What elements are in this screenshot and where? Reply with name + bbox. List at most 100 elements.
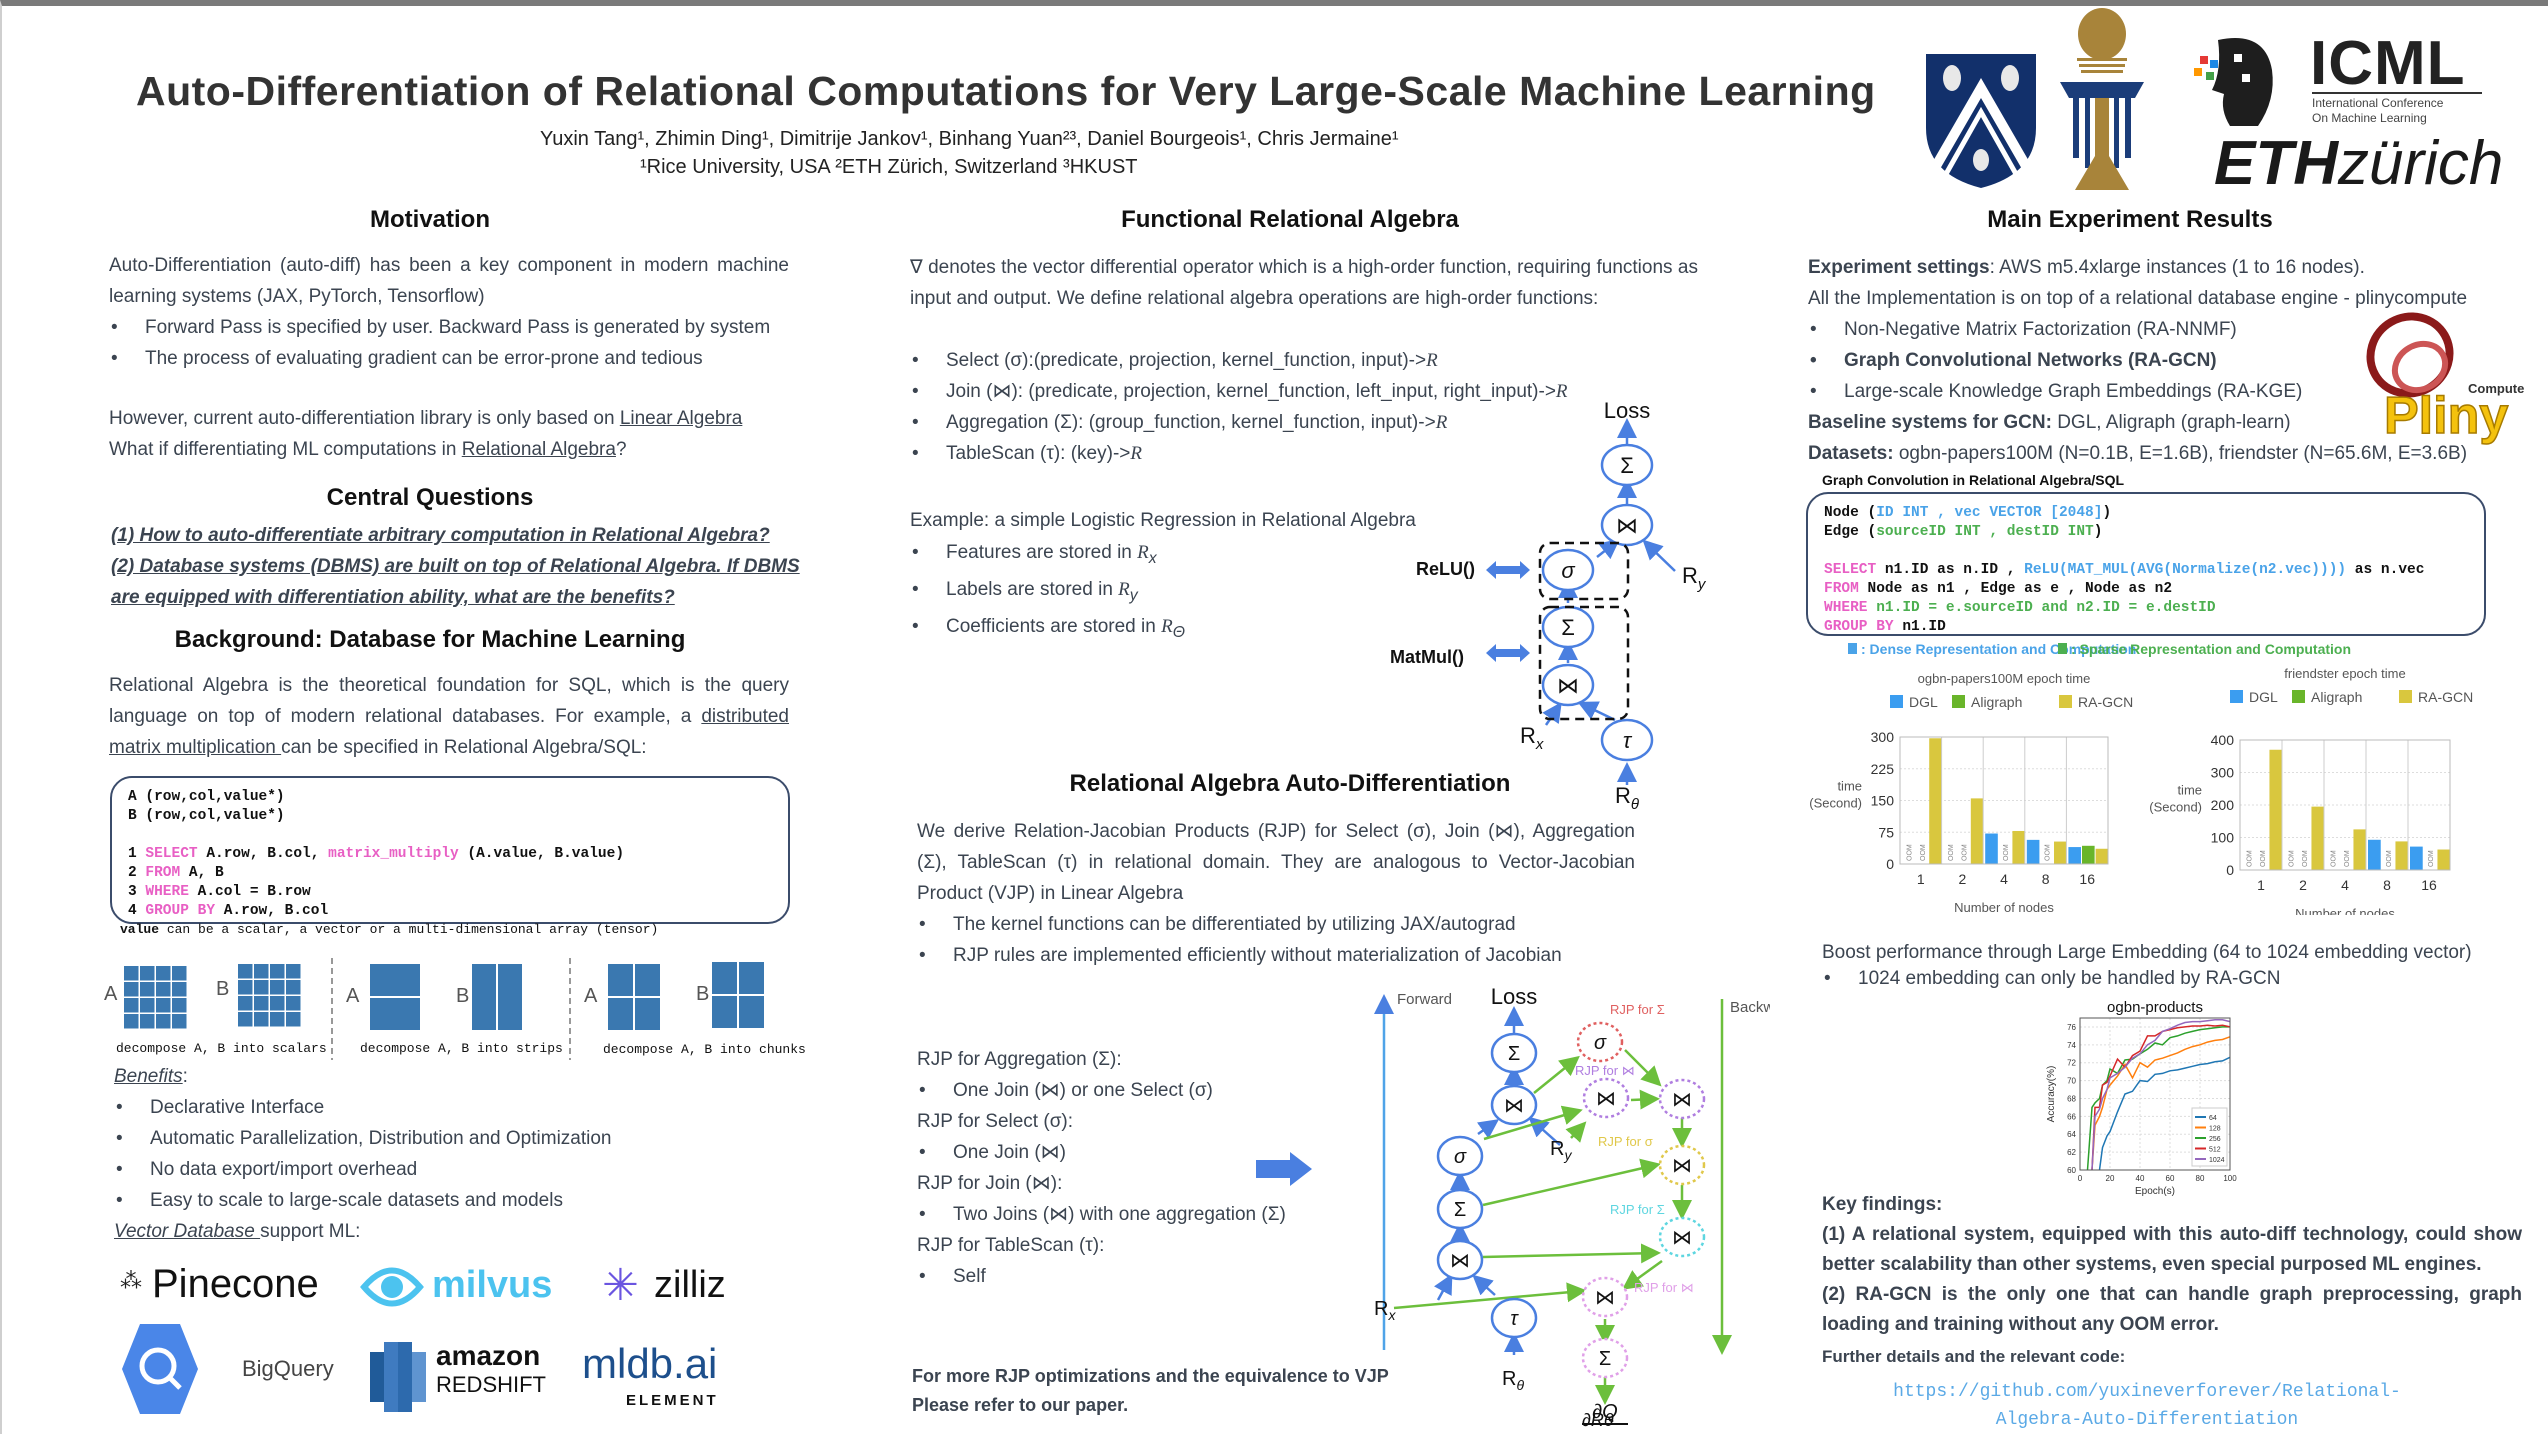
y-tick-label: 76 bbox=[2067, 1023, 2076, 1032]
however-line: However, current auto-differentiation li… bbox=[109, 403, 789, 434]
oom-label: OOM bbox=[2428, 850, 2435, 867]
svg-text:σ: σ bbox=[1561, 558, 1575, 583]
legend-swatch bbox=[2230, 690, 2243, 703]
legend-label: 512 bbox=[2209, 1147, 2221, 1154]
gradient-numerator: ∂Q bbox=[1592, 1401, 1617, 1423]
x-tick-label: 60 bbox=[2166, 1174, 2175, 1183]
bar bbox=[2353, 829, 2367, 870]
ra-autodiff-bullet: RJP rules are implemented efficiently wi… bbox=[917, 940, 1657, 971]
mldb-logo: mldb.ai bbox=[582, 1340, 718, 1387]
poster-title: Auto-Differentiation of Relational Compu… bbox=[136, 68, 1876, 114]
footer-line-2: Please refer to our paper. bbox=[912, 1395, 1129, 1415]
matrix-cell bbox=[124, 966, 139, 981]
bar bbox=[1929, 738, 1942, 864]
x-tick-label: 16 bbox=[2421, 877, 2437, 893]
y-axis-label: Accuracy(%) bbox=[2046, 1066, 2057, 1123]
value-note: value can be a scalar, a vector or a mul… bbox=[120, 922, 659, 937]
chart-title: ogbn-products bbox=[2107, 999, 2203, 1016]
svg-text:A: A bbox=[584, 985, 598, 1007]
y-tick-label: 150 bbox=[1871, 793, 1895, 809]
oom-label: OOM bbox=[1962, 844, 1969, 861]
legend-swatch bbox=[1952, 695, 1965, 708]
linear-algebra-link[interactable]: Linear Algebra bbox=[619, 408, 743, 429]
finding: (2) RA-GCN is the only one that can hand… bbox=[1822, 1284, 2522, 1335]
example-list: Features are stored in Rx Labels are sto… bbox=[910, 537, 1330, 647]
matrix-cell bbox=[238, 1012, 253, 1027]
icml-head-icon bbox=[2194, 38, 2273, 126]
oom-label: OOM bbox=[2344, 850, 2351, 867]
decompose-caption: decompose A, B into scalars bbox=[116, 1041, 327, 1056]
y-tick-label: 70 bbox=[2067, 1077, 2076, 1086]
hkust-logo bbox=[2060, 8, 2144, 190]
ra-operations-list: Select (σ):(predicate, projection, kerne… bbox=[910, 345, 1710, 469]
example-item: Labels are stored in Ry bbox=[910, 574, 1330, 611]
svg-text:⋈: ⋈ bbox=[1672, 1155, 1692, 1177]
legend-label: 256 bbox=[2209, 1136, 2221, 1143]
legend-swatch bbox=[1890, 695, 1903, 708]
bar bbox=[2269, 749, 2283, 870]
whatif-suffix: ? bbox=[615, 439, 627, 460]
rjp-rule-item: Two Joins (⋈) with one aggregation (Σ) bbox=[917, 1199, 1397, 1230]
y-axis-label: (Second) bbox=[1809, 795, 1862, 810]
decomposition-diagrams: A B A B A B bbox=[104, 958, 764, 1060]
bar bbox=[2026, 839, 2040, 864]
boost-bullet: 1024 embedding can only be handled by RA… bbox=[1822, 963, 2281, 994]
distributed-matmul-link[interactable]: distributed matrix multiplication bbox=[109, 706, 789, 758]
results-heading: Main Experiment Results bbox=[1987, 206, 2273, 233]
scan-node bbox=[1600, 718, 1654, 762]
icml-divider bbox=[2312, 92, 2482, 94]
legend-label: 1024 bbox=[2209, 1157, 2225, 1164]
background-suffix: can be specified in Relational Algebra/S… bbox=[281, 737, 647, 758]
x-tick-label: 8 bbox=[2042, 871, 2050, 887]
decompose-caption: decompose A, B into chunks bbox=[603, 1042, 806, 1057]
bar bbox=[2395, 841, 2409, 870]
bar bbox=[2082, 845, 2095, 864]
matrix-cell bbox=[270, 1012, 285, 1027]
motivation-section: Auto-Differentiation (auto-diff) has bee… bbox=[109, 250, 789, 465]
rtheta-label: Rθ bbox=[1502, 1368, 1524, 1393]
chart-title: ogbn-papers100M epoch time bbox=[1918, 671, 2091, 686]
matrix-cell bbox=[172, 998, 187, 1013]
matrix-cell bbox=[238, 996, 253, 1011]
y-axis-label: (Second) bbox=[2149, 800, 2202, 815]
result-bullet: Large-scale Knowledge Graph Embeddings (… bbox=[1808, 376, 2528, 407]
matmul-box bbox=[1538, 605, 1630, 721]
vector-db-line: Vector Database support ML: bbox=[114, 1221, 361, 1242]
example-title: Example: a simple Logistic Regression in… bbox=[910, 510, 1416, 531]
benefit-item: No data export/import overhead bbox=[114, 1154, 804, 1185]
right-arrow-icon bbox=[1256, 1152, 1312, 1186]
bar bbox=[2095, 848, 2109, 864]
autodiff-backward-diagram: Forward Backward Loss bbox=[1374, 984, 1770, 1425]
relational-algebra-link[interactable]: Relational Algebra bbox=[461, 439, 616, 460]
decompose-caption: decompose A, B into strips bbox=[360, 1041, 563, 1056]
background-paragraph: Relational Algebra is the theoretical fo… bbox=[109, 670, 789, 763]
motivation-bullets: Forward Pass is specified by user. Backw… bbox=[109, 312, 789, 374]
svg-text:⋈: ⋈ bbox=[1595, 1287, 1615, 1309]
affiliations: ¹Rice University, USA ²ETH Zürich, Switz… bbox=[640, 156, 1138, 178]
svg-text:⋈: ⋈ bbox=[1504, 1095, 1524, 1117]
matrix-cell bbox=[156, 1014, 171, 1029]
svg-text:σ: σ bbox=[1454, 1146, 1467, 1168]
rjp-join-label: RJP for ⋈ bbox=[1634, 1280, 1694, 1295]
vector-database-link[interactable]: Vector Database bbox=[114, 1221, 261, 1242]
y-tick-label: 0 bbox=[1886, 856, 1894, 872]
ra-op: Aggregation (Σ): (group_function, kernel… bbox=[910, 407, 1710, 438]
x-tick-label: 8 bbox=[2383, 877, 2391, 893]
matmul-sql-code: A (row,col,value*) B (row,col,value*) 1 … bbox=[110, 776, 790, 924]
question-2: (2) Database systems (DBMS) are built on… bbox=[111, 556, 800, 608]
central-questions-heading: Central Questions bbox=[326, 484, 534, 511]
legend-label: DGL bbox=[2249, 689, 2278, 705]
key-findings-label: Key findings: bbox=[1822, 1194, 1943, 1215]
question-1: (1) How to auto-differentiate arbitrary … bbox=[111, 525, 770, 546]
oom-label: OOM bbox=[2386, 850, 2393, 867]
bigquery-logo: BigQuery bbox=[242, 1356, 334, 1381]
eth-light: zürich bbox=[2338, 129, 2504, 198]
motivation-bullet: Forward Pass is specified by user. Backw… bbox=[109, 312, 789, 343]
svg-text:⋈: ⋈ bbox=[1672, 1227, 1692, 1249]
benefit-item: Automatic Parallelization, Distribution … bbox=[114, 1123, 804, 1154]
oom-label: OOM bbox=[2330, 850, 2337, 867]
rjp-rule-item: Self bbox=[917, 1261, 1397, 1292]
github-link[interactable]: https://github.com/yuxineverforever/Rela… bbox=[1893, 1382, 2401, 1430]
